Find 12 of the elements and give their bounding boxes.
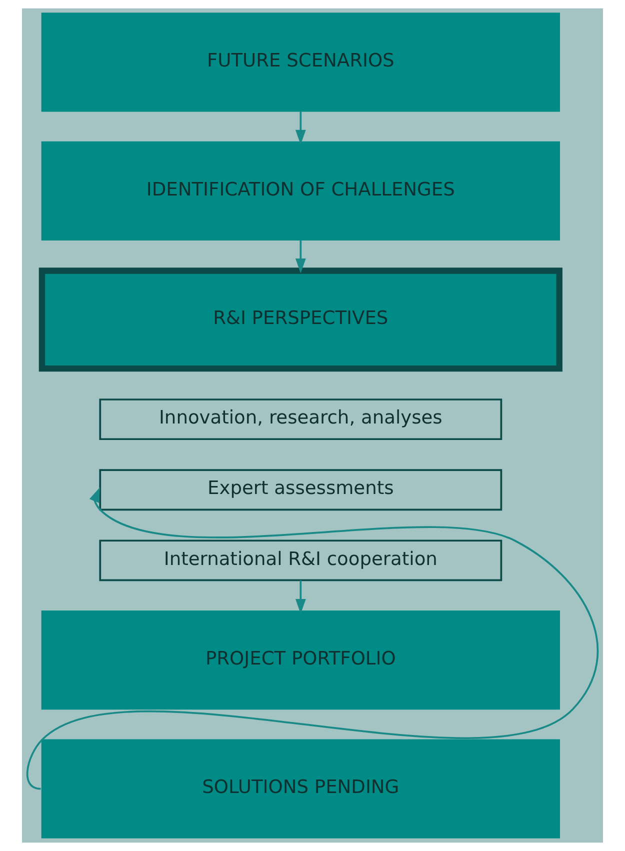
node-box: SOLUTIONS PENDING bbox=[41, 739, 560, 838]
node-box: Innovation, research, analyses bbox=[99, 398, 502, 440]
arrow bbox=[295, 111, 306, 145]
arrow bbox=[26, 487, 598, 790]
node-box: Expert assessments bbox=[99, 469, 502, 511]
node-box: R&I PERSPECTIVES bbox=[38, 268, 562, 372]
node-box: FUTURE SCENARIOS bbox=[41, 12, 560, 112]
arrow bbox=[295, 240, 306, 274]
node-box: International R&I cooperation bbox=[99, 540, 502, 582]
node-box: IDENTIFICATION OF CHALLENGES bbox=[41, 141, 560, 240]
node-box: PROJECT PORTFOLIO bbox=[41, 610, 560, 710]
arrow bbox=[295, 580, 306, 614]
